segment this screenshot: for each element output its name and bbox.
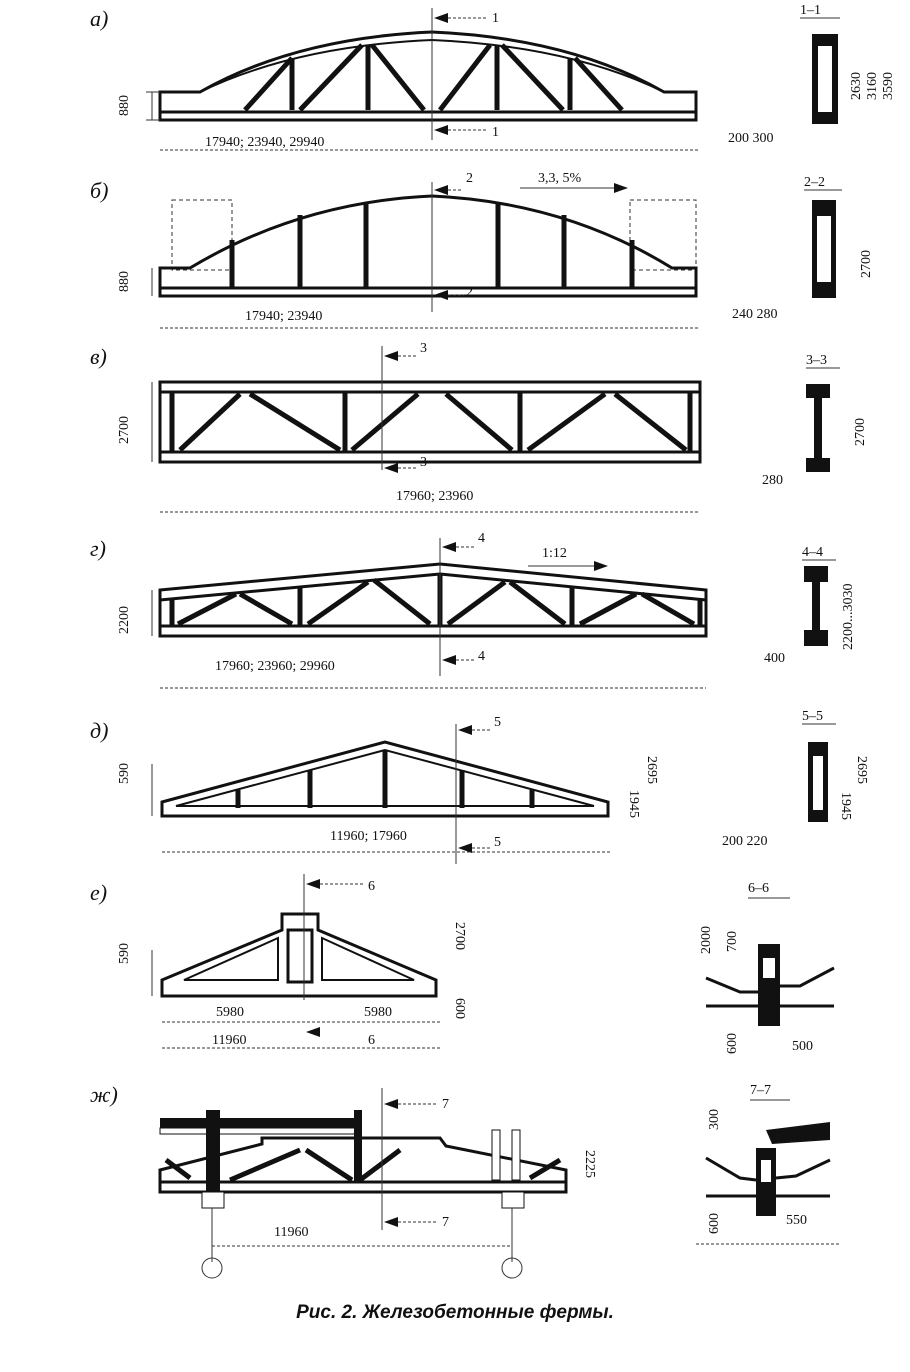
truss-d-height-dim: 590 xyxy=(117,763,132,784)
figure-letter-a: а) xyxy=(90,6,108,31)
section-5-title: 5–5 xyxy=(802,709,823,724)
axis-marker-right xyxy=(501,1257,523,1279)
truss-a-outline xyxy=(158,30,698,122)
cut-v-top-label: 3 xyxy=(420,341,427,356)
cut-a-bottom-label: 1 xyxy=(492,125,499,140)
truss-zh-span-dim: 11960 xyxy=(274,1225,308,1240)
section-7-dim-1: 300 xyxy=(707,1109,722,1130)
truss-g: г) 4 4 1:12 2200 xyxy=(90,531,856,689)
section-4-width: 400 xyxy=(764,651,785,666)
section-3-dim-1: 2700 xyxy=(853,418,868,446)
cut-d-top-label: 5 xyxy=(494,715,501,730)
section-2-title: 2–2 xyxy=(804,175,825,190)
section-6-dim-1: 2000 xyxy=(699,926,714,954)
section-6-dim-3: 600 xyxy=(725,1033,740,1054)
truss-d-right-dim-2: 2695 xyxy=(644,756,659,784)
truss-e: е) 6 590 2700 600 5980 5980 11960 6 6–6 … xyxy=(90,874,835,1054)
section-6-title: 6–6 xyxy=(748,881,769,896)
truss-v-height-dim: 2700 xyxy=(117,416,132,444)
section-1-width: 200 300 xyxy=(728,131,774,146)
cut-b-top-label: 2 xyxy=(466,171,473,186)
figure-letter-d: д) xyxy=(90,718,108,743)
cut-e-bottom-label: 6 xyxy=(368,1033,375,1048)
figure-letter-e: е) xyxy=(90,880,107,905)
section-1-dim-3: 3590 xyxy=(881,72,896,100)
truss-g-height-dim: 2200 xyxy=(117,606,132,634)
truss-e-outline xyxy=(160,912,438,998)
truss-v-span-dim: 17960; 23960 xyxy=(396,489,473,504)
cut-d-bottom-label: 5 xyxy=(494,835,501,850)
section-6-dim-2: 700 xyxy=(725,931,740,952)
truss-zh-right-dim: 2225 xyxy=(582,1150,597,1178)
cut-zh-top-label: 7 xyxy=(442,1097,449,1112)
truss-b-slope: 3,3, 5% xyxy=(538,171,582,186)
section-1-title: 1–1 xyxy=(800,3,821,18)
truss-g-span-dim: 17960; 23960; 29960 xyxy=(215,659,335,674)
section-5-width: 200 220 xyxy=(722,834,768,849)
cut-v-bottom-label: 3 xyxy=(420,455,427,470)
truss-d-outline xyxy=(160,740,610,818)
section-4-dim-1: 2200...3030 xyxy=(841,584,856,651)
truss-g-outline xyxy=(158,562,708,638)
figure-letter-v: в) xyxy=(90,344,107,369)
section-6-width: 500 xyxy=(792,1039,813,1054)
truss-a-span-dim: 17940; 23940, 29940 xyxy=(205,135,324,150)
truss-zh-outline xyxy=(158,1136,568,1194)
section-5-dim-1: 1945 xyxy=(838,792,853,820)
truss-b: б) 2 2 3,3, 5% 880 17940; 23940 2–2 2700 xyxy=(90,171,874,329)
truss-a-height-dim: 880 xyxy=(117,95,132,116)
roof-slab xyxy=(160,1118,356,1128)
truss-e-span-dim: 11960 xyxy=(212,1033,246,1048)
section-2-dim-1: 2700 xyxy=(859,250,874,278)
section-1-dim-1: 2630 xyxy=(849,72,864,100)
figure-letter-b: б) xyxy=(90,178,108,203)
truss-d-span-dim: 11960; 17960 xyxy=(330,829,407,844)
truss-zh: ж) 7 7 2225 11960 7–7 xyxy=(90,1082,840,1279)
section-7-dim-2: 600 xyxy=(707,1213,722,1234)
section-3-width: 280 xyxy=(762,473,783,488)
cut-g-top-label: 4 xyxy=(478,531,485,546)
section-4-title: 4–4 xyxy=(802,545,823,560)
truss-b-span-dim: 17940; 23940 xyxy=(245,309,322,324)
cut-zh-bottom-label: 7 xyxy=(442,1215,449,1230)
figure-caption: Рис. 2. Железобетонные фермы. xyxy=(296,1302,614,1323)
truss-d: д) 5 5 590 1945 2695 11960; 17960 5–5 19… xyxy=(90,709,869,864)
truss-e-height-dim: 590 xyxy=(117,943,132,964)
truss-b-outline xyxy=(158,194,698,298)
section-3-title: 3–3 xyxy=(806,353,827,368)
section-7-width: 550 xyxy=(786,1213,807,1228)
cut-b-bottom-label: 2 xyxy=(466,285,473,300)
section-2-width: 240 280 xyxy=(732,307,778,322)
truss-b-height-dim: 880 xyxy=(117,271,132,292)
truss-e-right-dim-2: 600 xyxy=(452,998,467,1019)
cut-a-top-label: 1 xyxy=(492,11,499,26)
section-5-dim-2: 2695 xyxy=(854,756,869,784)
section-1-dim-2: 3160 xyxy=(865,72,880,100)
cut-e-top-label: 6 xyxy=(368,879,375,894)
truss-v-outline xyxy=(158,380,702,464)
figure-letter-zh: ж) xyxy=(90,1082,118,1107)
truss-e-half-left: 5980 xyxy=(216,1005,244,1020)
truss-v: в) 3 3 2700 17960; 23960 3–3 xyxy=(90,341,868,513)
axis-marker-left xyxy=(201,1257,223,1279)
figure-letter-g: г) xyxy=(90,536,106,561)
truss-e-right-dim-1: 2700 xyxy=(452,922,467,950)
section-7-title: 7–7 xyxy=(750,1083,771,1098)
truss-g-slope: 1:12 xyxy=(542,546,567,561)
truss-a: а) 1 1 880 17940; 23940, 29940 1–1 xyxy=(90,3,896,151)
truss-e-half-right: 5980 xyxy=(364,1005,392,1020)
cut-g-bottom-label: 4 xyxy=(478,649,485,664)
truss-d-right-dim-1: 1945 xyxy=(626,790,641,818)
